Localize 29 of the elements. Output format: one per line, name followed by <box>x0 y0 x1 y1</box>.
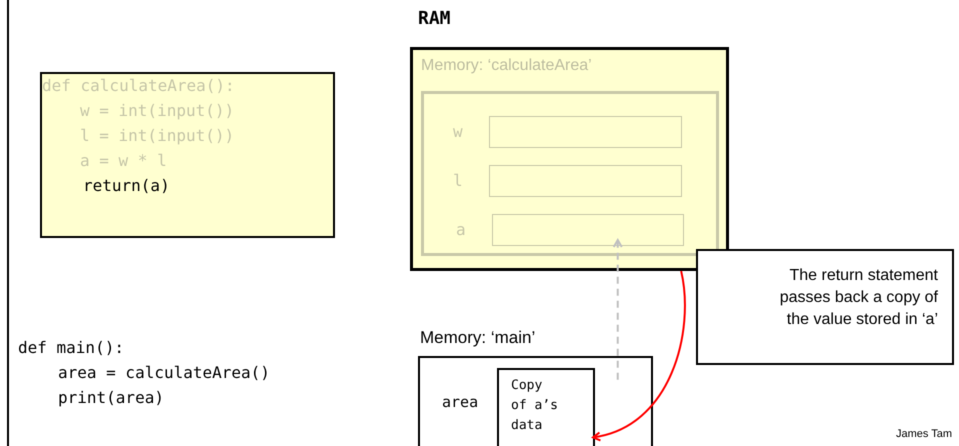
arrow <box>612 239 623 380</box>
text: Memory: ‘main’ <box>420 328 536 348</box>
credit-text: James Tam <box>896 428 952 440</box>
memory-frame <box>410 47 729 271</box>
code-line: area = calculateArea() <box>58 363 270 382</box>
code-line: a = w * l <box>80 151 167 170</box>
text: Memory: ‘calculateArea’ <box>421 57 592 75</box>
variable-cell <box>489 165 682 197</box>
text: area <box>442 393 478 411</box>
code-line: l = int(input()) <box>80 126 234 145</box>
code-line: def calculateArea(): <box>42 76 235 95</box>
arrow <box>592 270 686 441</box>
memory-box <box>418 356 653 446</box>
text: w <box>453 122 463 141</box>
text: l <box>453 171 463 190</box>
code-line: def main(): <box>18 338 124 357</box>
heading: RAM <box>418 8 451 29</box>
variable-cell <box>489 116 682 148</box>
variable-cell <box>492 214 684 246</box>
text: Copy of a’s data <box>511 377 559 435</box>
code-line: return(a) <box>83 176 170 195</box>
text: The return statement passes back a copy of the value stored in ‘a’ <box>778 266 938 330</box>
text: a <box>456 220 466 239</box>
value-cell <box>497 368 595 446</box>
code-line: print(area) <box>58 388 164 407</box>
code-line: w = int(input()) <box>80 101 234 120</box>
callout-box <box>696 249 954 365</box>
variable-area <box>421 91 719 256</box>
code-box <box>40 72 335 238</box>
